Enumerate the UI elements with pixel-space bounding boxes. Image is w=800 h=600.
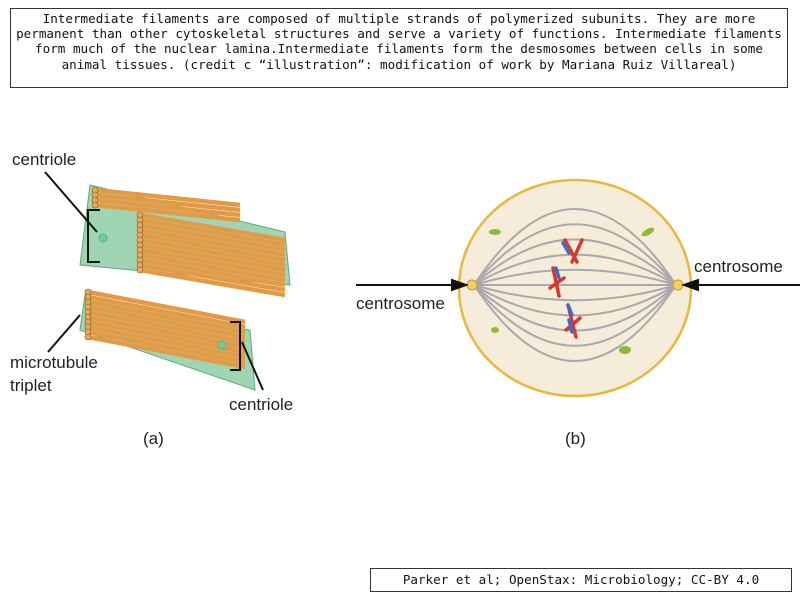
microtubule-rod: [94, 202, 241, 223]
microtubule-rod: [139, 252, 286, 283]
centrosome-arrows: [356, 278, 800, 292]
microtubule-end: [136, 266, 144, 274]
microtubule-rod: [87, 309, 246, 345]
label-centrosome-right: centrosome: [694, 257, 783, 276]
label-centrosome-left: centrosome: [356, 294, 445, 313]
panel-b-label: (b): [565, 429, 586, 448]
centriole-top-illustration: [79, 184, 291, 298]
microtubule-rod: [139, 237, 286, 268]
spindle-fiber: [473, 223, 677, 286]
centriole-bottom-illustration: [79, 288, 256, 391]
microtubule-rod: [139, 227, 286, 258]
microtubule-rod: [139, 247, 286, 278]
label-microtubule: microtubule: [10, 353, 98, 372]
organelles: [489, 227, 655, 354]
microtubule-rod: [87, 304, 246, 340]
caption-box: Intermediate filaments are composed of m…: [10, 8, 788, 88]
cell-illustration: [356, 178, 800, 398]
microtubule-rod: [139, 232, 286, 263]
microtubule-rod: [139, 262, 286, 293]
spindle-fiber: [473, 284, 677, 362]
label-triplet: triplet: [10, 376, 52, 395]
microtubule-rod: [94, 187, 241, 208]
chromosomes: [548, 238, 584, 339]
panel-a-label: (a): [143, 429, 164, 448]
microtubule-rod: [94, 197, 241, 218]
microtubule-end: [84, 333, 92, 341]
microtubule-rod: [87, 324, 246, 360]
microtubule-rod: [139, 267, 286, 298]
spindle-fiber: [473, 284, 677, 302]
label-centriole-top: centriole: [12, 150, 77, 169]
microtubule-rod: [139, 212, 286, 243]
microtubule-rod: [139, 242, 286, 273]
centrosome-marks: [466, 279, 684, 291]
credit-box: Parker et al; OpenStax: Microbiology; CC…: [370, 568, 792, 592]
microtubule-rod: [139, 217, 286, 248]
label-centriole-bottom: centriole: [229, 395, 294, 414]
microtubule-rod: [139, 257, 286, 288]
microtubule-rod: [87, 294, 246, 330]
microtubule-rod: [87, 299, 246, 335]
spindle-fiber: [473, 208, 677, 286]
microtubule-rod: [87, 334, 246, 370]
microtubule-end: [91, 201, 99, 209]
microtubule-rod: [87, 329, 246, 365]
microtubule-rod: [87, 289, 246, 325]
spindle-fiber: [473, 284, 677, 317]
spindle-fiber: [473, 238, 677, 286]
microtubule-rod: [94, 192, 241, 213]
spindle-fiber: [473, 284, 677, 347]
pointer-lines: [44, 171, 264, 391]
spindle-fiber: [473, 268, 677, 286]
microtubule-rod: [139, 222, 286, 253]
